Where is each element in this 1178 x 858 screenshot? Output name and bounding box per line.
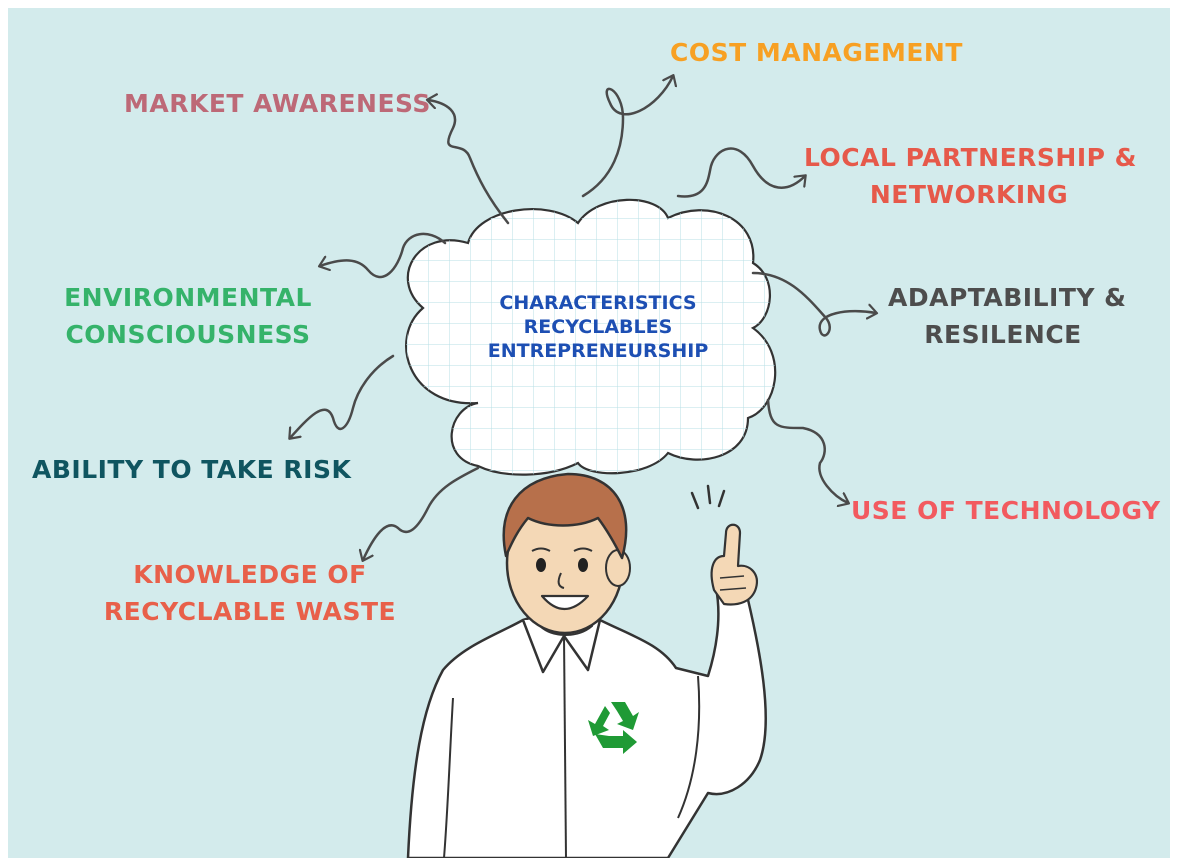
eye-left — [536, 558, 546, 572]
center-title-line-2: RECYCLABLES — [523, 316, 673, 338]
arrow-market-awareness — [428, 100, 510, 225]
shirt-shape — [406, 581, 767, 858]
brow-left — [531, 547, 551, 552]
sleeve-left — [443, 697, 454, 858]
label-adaptability: ADAPTABILITY & RESILENCE — [888, 279, 1127, 353]
nose — [557, 572, 565, 589]
center-title-line-3: ENTREPRENEURSHIP — [487, 340, 709, 362]
sleeve-fold — [677, 675, 701, 819]
ear — [605, 549, 631, 587]
label-cost-management: COST MANAGEMENT — [670, 38, 963, 67]
center-title-line-1: CHARACTERISTICS — [499, 292, 697, 314]
diagram-canvas: CHARACTERISTICS RECYCLABLES ENTREPRENEUR… — [8, 8, 1170, 858]
label-ability-to-take-risk: ABILITY TO TAKE RISK — [32, 455, 352, 484]
label-knowledge-line-2: RECYCLABLE WASTE — [103, 597, 397, 626]
hair — [502, 472, 628, 560]
brow-right — [573, 547, 593, 552]
eye-right — [578, 558, 588, 572]
arrow-local-partnership — [676, 147, 805, 198]
label-environmental-consciousness: ENVIRONMENTAL CONSCIOUSNESS — [58, 279, 318, 353]
arrows — [290, 76, 876, 560]
arrow-knowledge — [363, 466, 480, 560]
arrow-cost-management — [581, 76, 673, 198]
recycle-icon — [588, 702, 639, 754]
label-market-awareness: MARKET AWARENESS — [124, 89, 431, 118]
label-local-partnership-line-1: LOCAL PARTNERSHIP & — [804, 143, 1137, 172]
raised-hand — [710, 523, 758, 606]
finger-lines — [719, 575, 747, 591]
label-environmental-line-1: ENVIRONMENTAL — [64, 283, 312, 312]
label-environmental-line-2: CONSCIOUSNESS — [65, 320, 311, 349]
label-local-partnership: LOCAL PARTNERSHIP & NETWORKING — [804, 139, 1137, 213]
diagram-graphics — [8, 8, 1170, 858]
cloud-icon — [405, 198, 777, 476]
arrow-ability-risk — [290, 354, 395, 438]
arrow-use-of-technology — [766, 398, 848, 503]
label-adaptability-line-2: RESILENCE — [924, 320, 1082, 349]
label-knowledge-of-waste: KNOWLEDGE OF RECYCLABLE WASTE — [100, 556, 400, 630]
label-local-partnership-line-2: NETWORKING — [869, 180, 1069, 209]
shirt-placket — [563, 635, 567, 858]
smile — [540, 594, 590, 611]
arrow-adaptability — [751, 271, 876, 337]
person-illustration — [406, 472, 767, 858]
label-adaptability-line-1: ADAPTABILITY & — [888, 283, 1127, 312]
idea-spark-icon — [690, 484, 726, 510]
center-title: CHARACTERISTICS RECYCLABLES ENTREPRENEUR… — [448, 291, 748, 363]
label-use-of-technology: USE OF TECHNOLOGY — [851, 496, 1161, 525]
arrow-environmental — [320, 232, 447, 279]
label-knowledge-line-1: KNOWLEDGE OF — [133, 560, 367, 589]
